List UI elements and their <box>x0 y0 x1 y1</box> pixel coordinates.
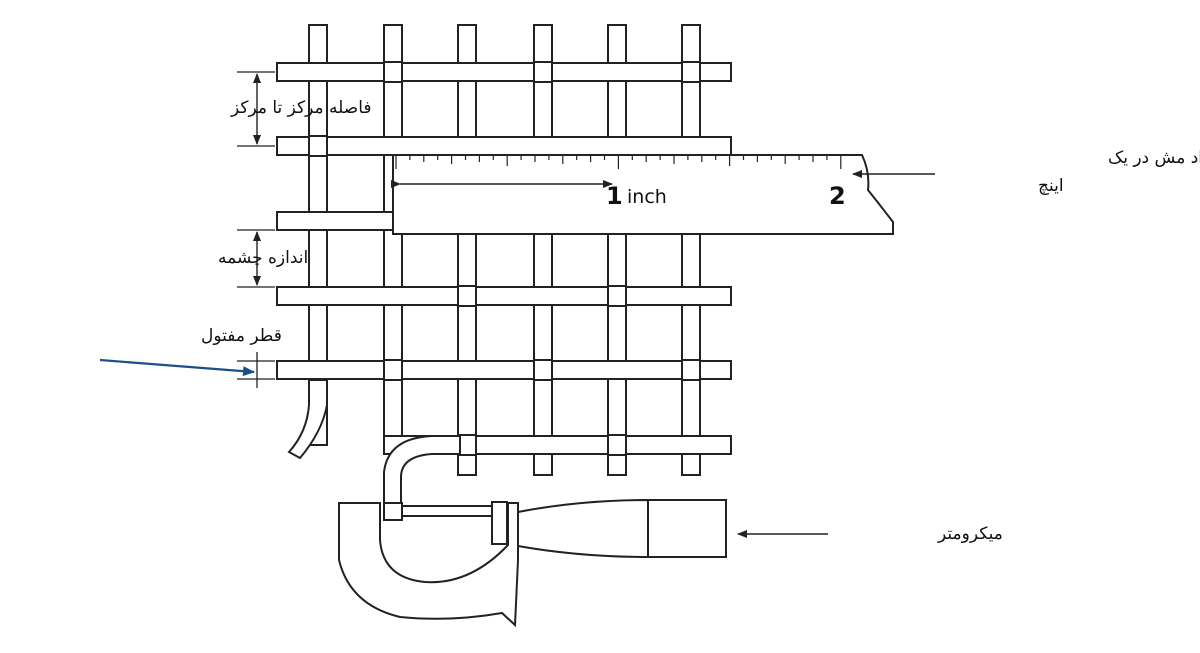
ruler-ticks <box>395 155 842 169</box>
micrometer <box>338 435 727 628</box>
label-wire-diameter: قطر مفتول <box>201 326 282 346</box>
ruler: 1 inch 2 <box>391 154 894 235</box>
horizontal-wire <box>276 286 732 306</box>
ruler-body <box>392 154 894 235</box>
vertical-wires <box>308 24 701 476</box>
weave-overlaps <box>308 61 701 456</box>
vertical-wire <box>533 24 553 476</box>
horizontal-wire <box>276 360 732 380</box>
vertical-wire <box>681 24 701 476</box>
wire-diameter-pointer-arrow <box>99 358 255 377</box>
micrometer-bent-wire <box>383 435 461 504</box>
micrometer-sleeve <box>517 498 649 559</box>
micrometer-lock <box>491 501 508 545</box>
label-micrometer: میکرومتر <box>937 524 1003 544</box>
horizontal-wire <box>276 62 732 82</box>
ruler-unit-label: inch <box>627 186 667 208</box>
horizontal-wire <box>276 136 732 156</box>
horizontal-wires <box>276 62 732 455</box>
label-center-to-center: فاصله مرکز تا مرکز <box>230 98 372 118</box>
micrometer-anvil <box>383 502 403 521</box>
vertical-wire <box>607 24 627 476</box>
micrometer-frame <box>338 502 519 628</box>
label-mesh-per-inch-line2: اینچ <box>1038 176 1064 196</box>
bent-wire-end <box>287 379 328 460</box>
wire-diameter-dimension <box>99 352 275 388</box>
center-to-center-dimension <box>237 71 275 147</box>
label-mesh-per-inch-line1: تعداد مش در یک <box>1108 148 1200 168</box>
opening-size-dimension <box>237 229 275 288</box>
label-opening-size: اندازه چشمه <box>218 248 308 268</box>
vertical-wire <box>457 24 477 476</box>
ruler-mark-1: 1 <box>606 182 623 210</box>
micrometer-thimble <box>647 499 727 558</box>
micrometer-spindle <box>401 505 495 517</box>
ruler-mark-2: 2 <box>829 182 846 210</box>
vertical-wire <box>308 24 328 446</box>
